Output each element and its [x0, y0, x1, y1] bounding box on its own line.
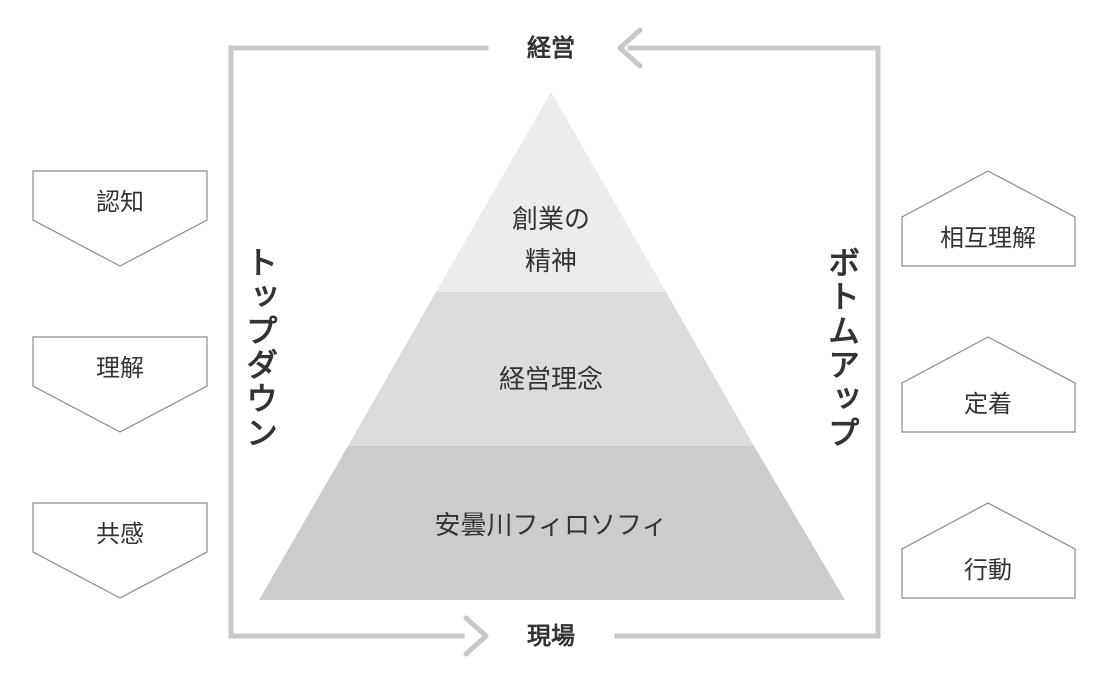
pyramid	[259, 92, 845, 600]
bottom-up-label: ボトムアップ	[823, 246, 861, 450]
right-steps	[901, 170, 1076, 599]
top-down-label: トップダウン	[241, 246, 279, 450]
right-step-3: 行動	[964, 556, 1012, 584]
frame-top-left-line	[228, 45, 489, 639]
arrow-left-head	[617, 27, 643, 69]
flow-arrowheads	[463, 27, 643, 657]
left-step-3: 共感	[96, 520, 144, 548]
left-step-box-2	[32, 336, 208, 433]
top-label: 経営	[527, 34, 575, 62]
pyramid-middle-label: 経営理念	[499, 365, 603, 395]
left-step-box-1	[32, 170, 208, 267]
pyramid-top-line2: 精神	[525, 247, 577, 277]
pyramid-bottom-label: 安曇川フィロソフィ	[435, 511, 668, 541]
right-step-box-2	[901, 336, 1076, 433]
left-step-box-3	[32, 502, 208, 599]
pyramid-tier-bottom	[259, 446, 845, 600]
bottom-label: 現場	[527, 622, 575, 650]
right-step-1: 相互理解	[940, 224, 1036, 252]
frame-right-line	[614, 45, 881, 639]
left-step-1: 認知	[96, 188, 144, 216]
right-step-box-1	[901, 170, 1076, 267]
flow-frame	[228, 45, 881, 639]
right-step-box-3	[901, 502, 1076, 599]
arrow-right-head	[463, 615, 489, 657]
pyramid-top-line1: 創業の	[512, 205, 590, 235]
pyramid-tier-top	[436, 92, 666, 292]
left-step-2: 理解	[96, 354, 144, 382]
left-steps	[32, 170, 208, 599]
right-step-2: 定着	[964, 390, 1012, 418]
pyramid-tier-middle	[348, 292, 754, 446]
